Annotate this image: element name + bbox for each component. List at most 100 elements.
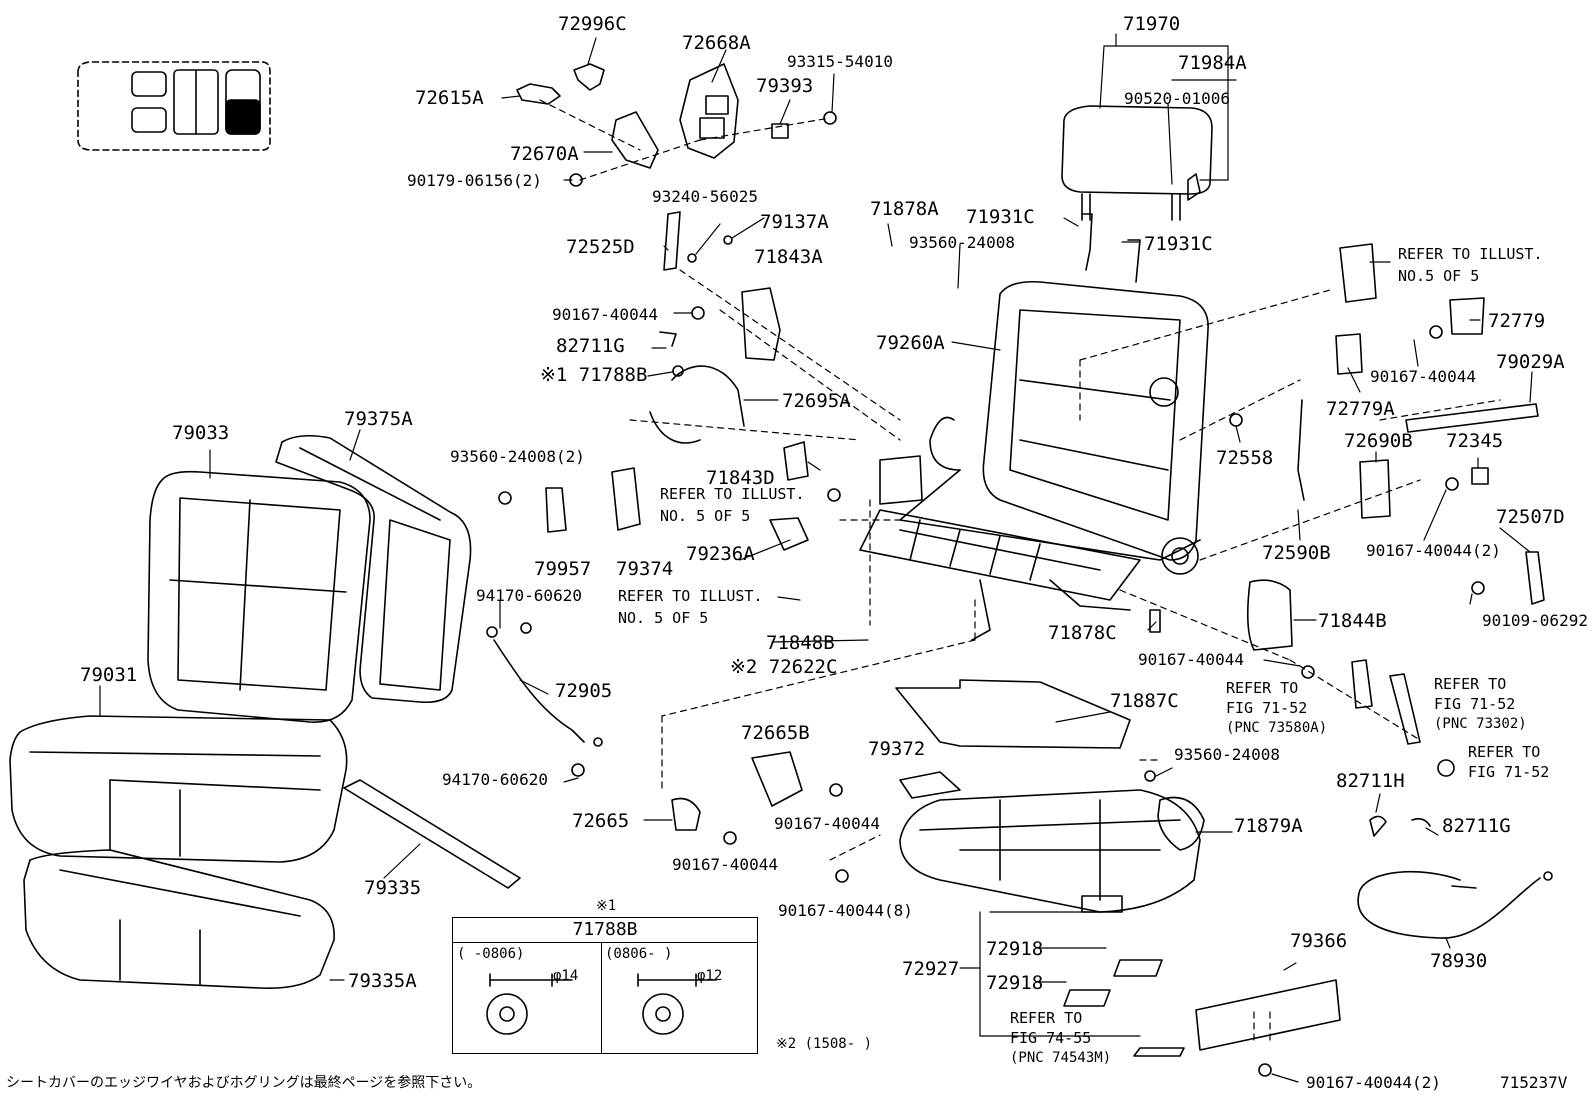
seatback-79375A (275, 434, 472, 704)
refer-note-2-line2: NO. 5 OF 5 (660, 507, 751, 525)
headrest-71970 (1061, 105, 1213, 283)
wire-72905 (486, 622, 603, 777)
label-79366: 79366 (1290, 930, 1348, 952)
label-90520-01006: 90520-01006 (1124, 89, 1230, 108)
label-93560-24008-2: 93560-24008(2) (450, 447, 585, 466)
label-72905: 72905 (555, 680, 613, 702)
label-79374: 79374 (616, 558, 674, 580)
support-bar-79335 (343, 779, 521, 889)
label-82711H: 82711H (1336, 770, 1405, 792)
label-72695A: 72695A (782, 390, 851, 412)
label-90167-40044-a: 90167-40044 (552, 305, 658, 324)
label-94170-60620-b: 94170-60620 (442, 770, 548, 789)
label-78930: 78930 (1430, 950, 1488, 972)
inset-71788B-table: 71788B ( -0806) (0806- ) φ14 φ12 (452, 917, 758, 1054)
label-79393: 79393 (756, 75, 814, 97)
seatback-cushion-79033 (147, 470, 371, 723)
vehicle-locator-icon (77, 61, 271, 151)
label-72507D: 72507D (1496, 506, 1565, 528)
side-trim-parts (1149, 243, 1545, 777)
refer-note-1-line2: NO.5 OF 5 (1398, 267, 1480, 285)
label-72779A: 72779A (1326, 398, 1395, 420)
label-71931C-b: 71931C (1144, 233, 1213, 255)
inset-left-dim: φ14 (553, 968, 579, 984)
inset-divider (601, 942, 602, 1054)
label-72345: 72345 (1446, 430, 1504, 452)
inset-title: 71788B (453, 918, 757, 943)
label-72525D: 72525D (566, 236, 635, 258)
label-71848B: 71848B (766, 632, 835, 654)
label-71878C: 71878C (1048, 622, 1117, 644)
label-79137A: 79137A (760, 211, 829, 233)
label-90167-40044-8: 90167-40044(8) (778, 901, 913, 920)
label-72690B: 72690B (1344, 430, 1413, 452)
label-72927: 72927 (902, 958, 960, 980)
refer-note-1-line1: REFER TO ILLUST. (1398, 245, 1543, 263)
refer-note-5-line3: (PNC 73302) (1434, 716, 1527, 732)
inset-right-range: (0806- ) (605, 946, 673, 962)
label-79033: 79033 (172, 422, 230, 444)
label-79957: 79957 (534, 558, 592, 580)
label-72670A: 72670A (510, 143, 579, 165)
label-90167-40044-2b: 90167-40044(2) (1306, 1073, 1441, 1092)
refer-note-5-line2: FIG 71-52 (1434, 695, 1516, 713)
label-71788B: ※1 71788B (540, 364, 648, 386)
label-90179-06156: 90179-06156(2) (407, 171, 542, 190)
label-72590B: 72590B (1262, 542, 1331, 564)
refer-note-2-line1: REFER TO ILLUST. (660, 485, 805, 503)
label-72622C: ※2 72622C (730, 656, 838, 678)
refer-note-4-line1: REFER TO (1226, 679, 1299, 697)
seat-cushion-79031 (9, 715, 348, 863)
label-71879A: 71879A (1234, 815, 1303, 837)
label-79372: 79372 (868, 738, 926, 760)
label-79031: 79031 (80, 664, 138, 686)
label-79375A: 79375A (344, 408, 413, 430)
seat-hinge-parts (498, 63, 841, 551)
footnote-2-range: ※2 (1508- ) (776, 1036, 873, 1052)
label-79335A: 79335A (348, 970, 417, 992)
label-79335: 79335 (364, 877, 422, 899)
label-90109-06292: 90109-06292 (1482, 611, 1588, 630)
label-93560-24008-a: 93560-24008 (909, 233, 1015, 252)
label-71844B: 71844B (1318, 610, 1387, 632)
label-94170-60620-a: 94170-60620 (476, 586, 582, 605)
refer-note-4-line3: (PNC 73580A) (1226, 720, 1328, 736)
label-79029A: 79029A (1496, 351, 1565, 373)
label-82711G-b: 82711G (1442, 815, 1511, 837)
refer-note-4-line2: FIG 71-52 (1226, 699, 1308, 717)
label-79260A: 79260A (876, 332, 945, 354)
refer-note-3-line1: REFER TO ILLUST. (618, 587, 763, 605)
label-90167-40044-b: 90167-40044 (774, 814, 880, 833)
seat-frame-79260A (859, 280, 1209, 641)
dashed-leaders (539, 99, 1501, 1041)
label-90167-40044-c: 90167-40044 (672, 855, 778, 874)
refer-note-7-line2: FIG 74-55 (1010, 1029, 1092, 1047)
refer-note-3-line2: NO. 5 OF 5 (618, 609, 709, 627)
footer-note: シートカバーのエッジワイヤおよびホグリングは最終ページを参照下さい。 (6, 1075, 482, 1091)
label-90167-40044-2: 90167-40044(2) (1366, 541, 1501, 560)
label-72665: 72665 (572, 810, 630, 832)
seat-base-parts (671, 679, 1341, 1077)
label-93240-56025: 93240-56025 (652, 187, 758, 206)
label-72615A: 72615A (415, 87, 484, 109)
label-71931C-a: 71931C (966, 206, 1035, 228)
label-93560-24008-b: 93560-24008 (1174, 745, 1280, 764)
inset-washer-drawings (486, 973, 717, 1035)
label-90167-40044-d: 90167-40044 (1370, 367, 1476, 386)
label-71887C: 71887C (1110, 690, 1179, 712)
cable-78930 (1357, 815, 1553, 939)
refer-note-6-line2: FIG 71-52 (1468, 763, 1550, 781)
label-72558: 72558 (1216, 447, 1274, 469)
label-71878A: 71878A (870, 198, 939, 220)
solid-leaders (99, 33, 1533, 1083)
label-72918-b: 72918 (986, 972, 1044, 994)
refer-note-5-line1: REFER TO (1434, 675, 1507, 693)
label-79236A: 79236A (686, 543, 755, 565)
label-71843D: 71843D (706, 467, 775, 489)
refer-note-7-line1: REFER TO (1010, 1009, 1083, 1027)
label-72918-a: 72918 (986, 938, 1044, 960)
refer-note-6-line1: REFER TO (1468, 743, 1541, 761)
inset-left-range: ( -0806) (457, 946, 525, 962)
label-71984A: 71984A (1178, 52, 1247, 74)
